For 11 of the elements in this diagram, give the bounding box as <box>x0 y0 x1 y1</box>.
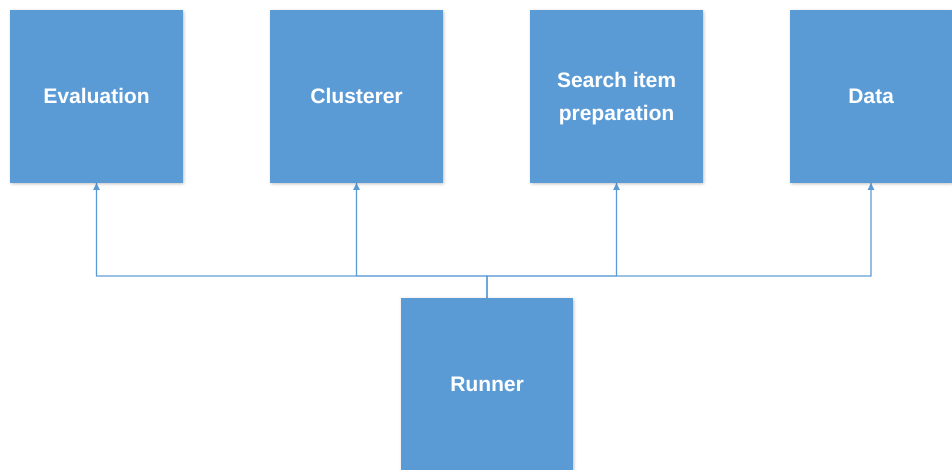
process-box <box>530 10 703 183</box>
process-box <box>10 10 183 183</box>
box-label: Runner <box>450 372 524 398</box>
process-box <box>790 10 952 183</box>
box-label: Evaluation <box>43 84 150 110</box>
process-box <box>270 10 443 183</box>
process-box <box>401 298 573 470</box>
connector-arrow <box>486 183 874 298</box>
box-label: Data <box>848 84 894 110</box>
box-label: Clusterer <box>310 84 403 110</box>
box-label: Search item preparation <box>556 68 678 126</box>
